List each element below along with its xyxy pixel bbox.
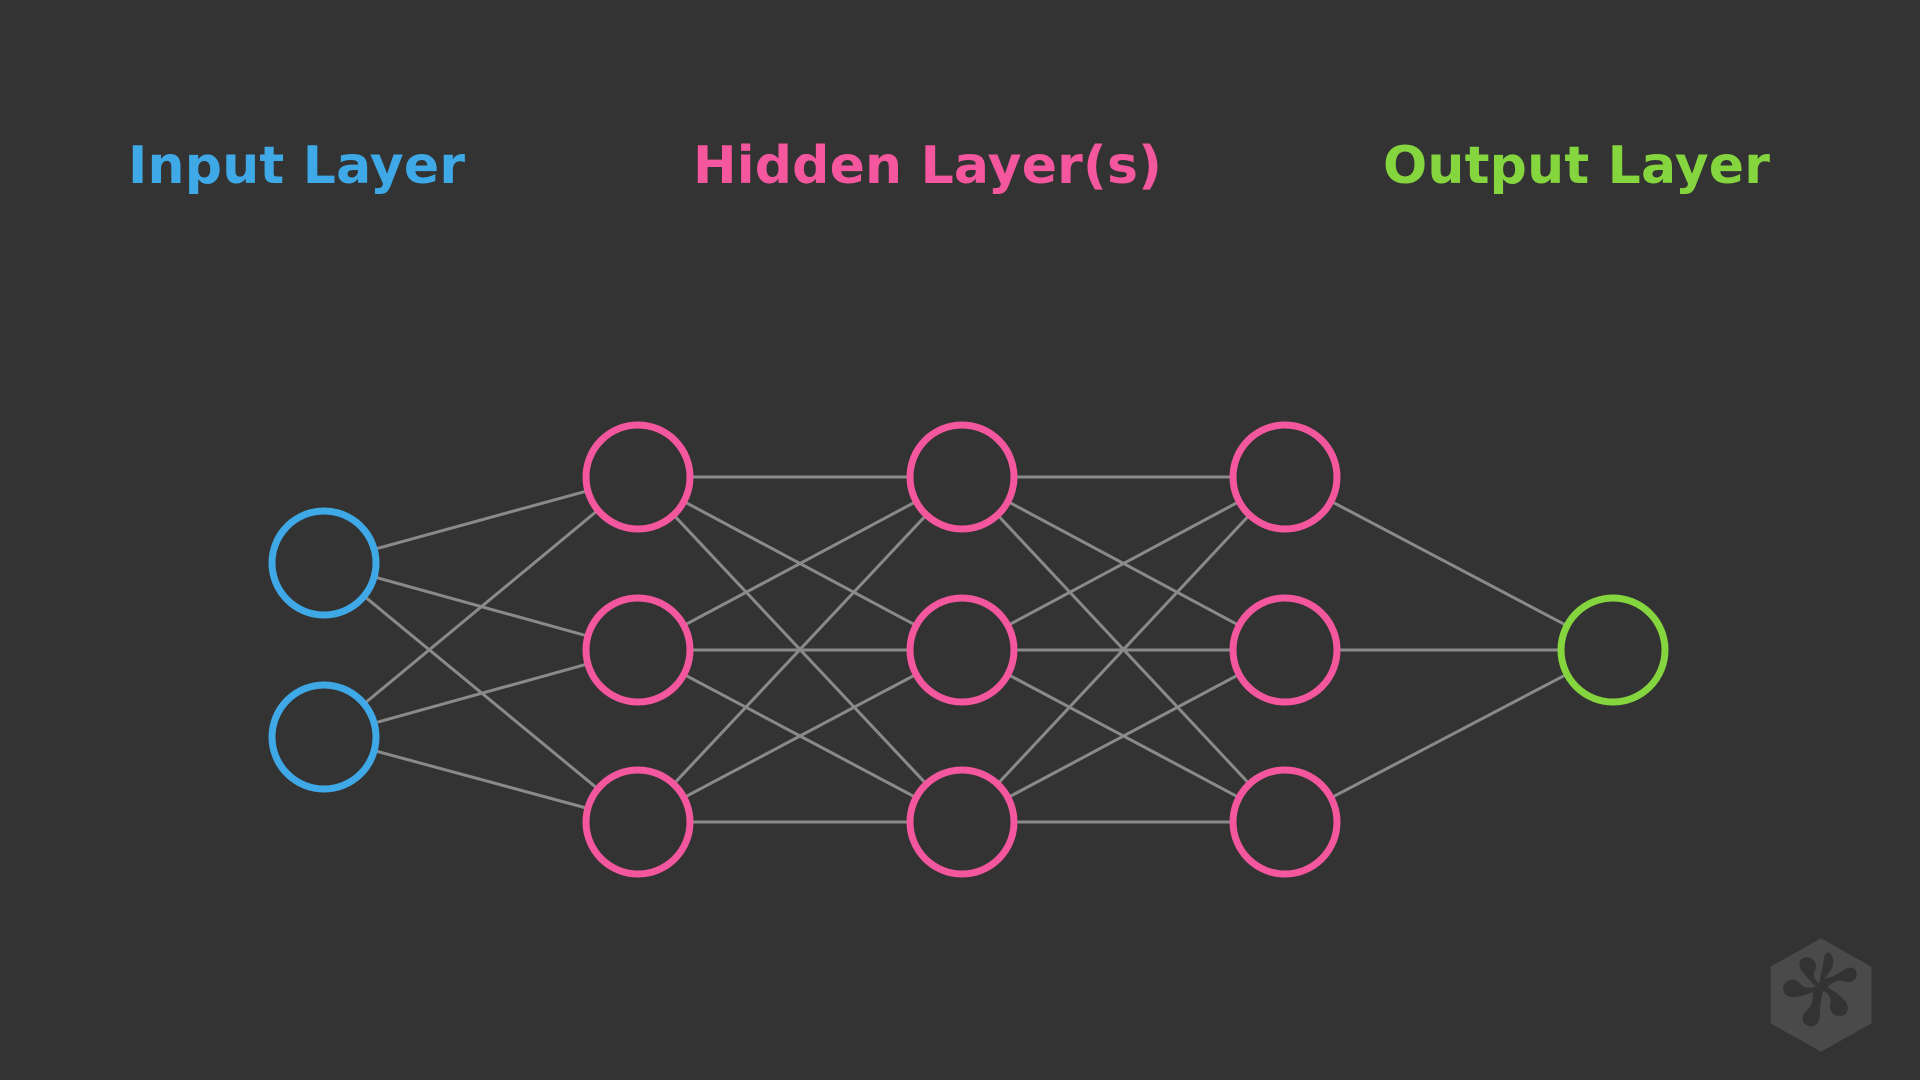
edge-i2-h1_1: [365, 510, 597, 704]
node-h3_3[interactable]: [1229, 766, 1341, 878]
layer-title-input: Input Layer: [128, 136, 466, 196]
edge-h3_1-o1: [1332, 501, 1566, 626]
layer-title-hidden: Hidden Layer(s): [693, 136, 1163, 196]
nodes-group: [268, 421, 1669, 878]
node-h2_1[interactable]: [906, 421, 1018, 533]
layer-title-output: Output Layer: [1383, 136, 1771, 196]
node-i1[interactable]: [268, 507, 380, 619]
node-h3_2[interactable]: [1229, 594, 1341, 706]
edge-i1-h1_1: [376, 490, 586, 550]
edge-i2-h1_3: [376, 750, 586, 809]
node-h1_3[interactable]: [582, 766, 694, 878]
edges-group: [365, 475, 1566, 824]
node-h2_2[interactable]: [906, 594, 1018, 706]
node-o1[interactable]: [1557, 594, 1669, 706]
node-h3_1[interactable]: [1229, 421, 1341, 533]
node-h1_2[interactable]: [582, 594, 694, 706]
edge-h1_2-h2_1: [685, 501, 915, 626]
edge-h2_2-h3_1: [1009, 501, 1238, 626]
edge-h2_3-h3_2: [1009, 674, 1238, 798]
edge-h1_3-h2_2: [685, 674, 915, 798]
node-i2[interactable]: [268, 681, 380, 793]
edge-h1_3-h2_1: [674, 515, 926, 784]
node-h2_3[interactable]: [906, 766, 1018, 878]
edge-h2_3-h3_1: [998, 516, 1249, 783]
edge-h3_3-o1: [1332, 674, 1566, 798]
node-h1_1[interactable]: [582, 421, 694, 533]
edge-i2-h1_2: [375, 663, 587, 724]
